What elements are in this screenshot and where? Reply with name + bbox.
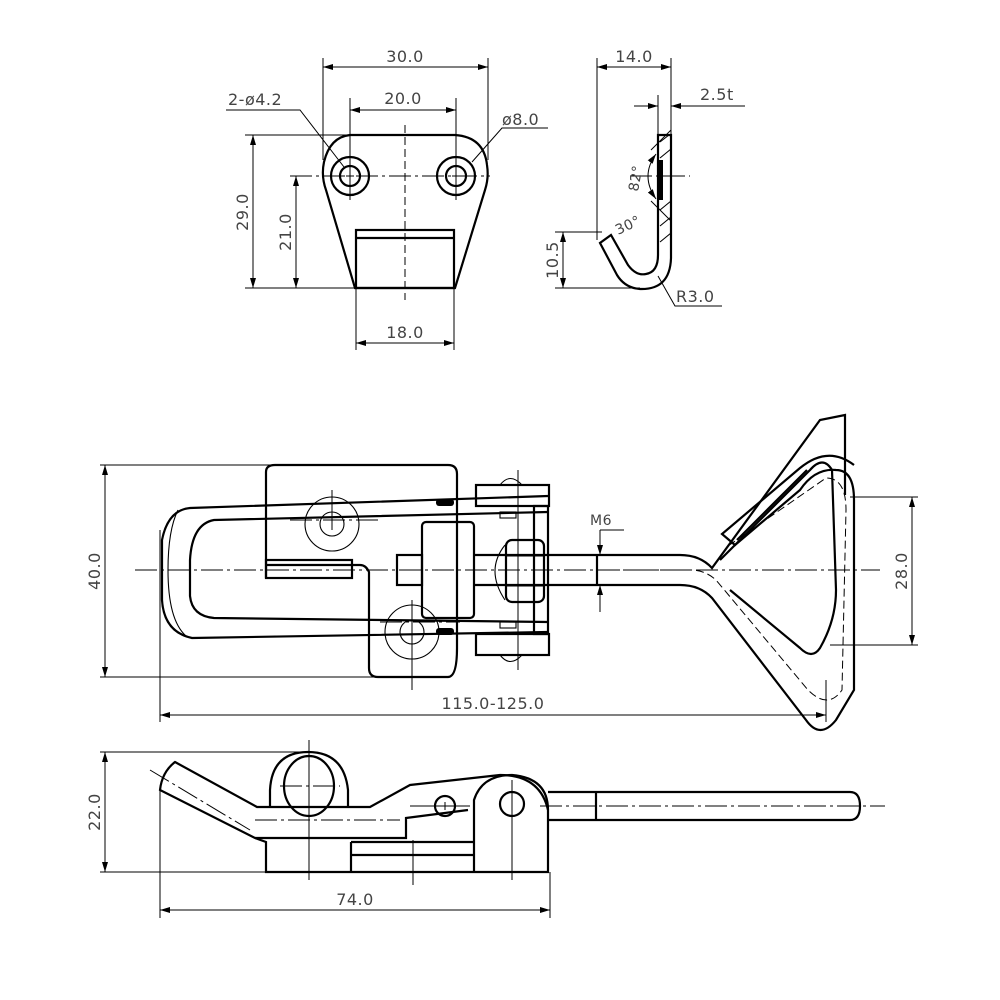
dim-overall-height: 29.0 [233, 193, 252, 231]
dim-boss-diameter: ø8.0 [502, 110, 539, 129]
latch-top-view: 40.0 M6 28.0 115.0-125.0 [85, 413, 918, 732]
latch-rod [548, 790, 862, 822]
dim-overall-width: 30.0 [386, 47, 424, 66]
dim-latch-height: 40.0 [85, 552, 104, 590]
hex-nut [504, 538, 546, 604]
dim-holes: 2-ø4.2 [228, 90, 282, 109]
dim-base-length: 74.0 [336, 890, 374, 909]
dim-angle-30: 30° [613, 213, 644, 239]
dim-hook-height: 10.5 [543, 241, 562, 279]
dim-thickness: 2.5t [700, 85, 734, 104]
catch-plate-front-view: 30.0 20.0 2-ø4.2 ø8.0 29.0 21.0 18.0 [226, 47, 548, 350]
base-plate [264, 463, 459, 679]
dim-hole-spacing: 20.0 [384, 89, 422, 108]
dim-angle-82: 82° [626, 164, 646, 193]
dim-loop-width: 28.0 [892, 552, 911, 590]
dim-thread: M6 [590, 513, 612, 529]
hook-profile [598, 133, 673, 291]
dim-latch-side-height: 22.0 [85, 793, 104, 831]
clevis-top [474, 483, 551, 508]
clevis-bottom [474, 632, 551, 657]
dim-hole-height: 21.0 [276, 213, 295, 251]
dim-tab-width: 18.0 [386, 323, 424, 342]
dim-length-range: 115.0-125.0 [442, 694, 545, 713]
latch-side-view: 22.0 74.0 [85, 740, 885, 918]
dim-depth: 14.0 [615, 47, 653, 66]
catch-plate-side-view: 14.0 2.5t 82° 30° 10.5 R3.0 [543, 47, 745, 307]
hook-rod [597, 413, 847, 570]
dim-bend-radius: R3.0 [676, 287, 715, 306]
